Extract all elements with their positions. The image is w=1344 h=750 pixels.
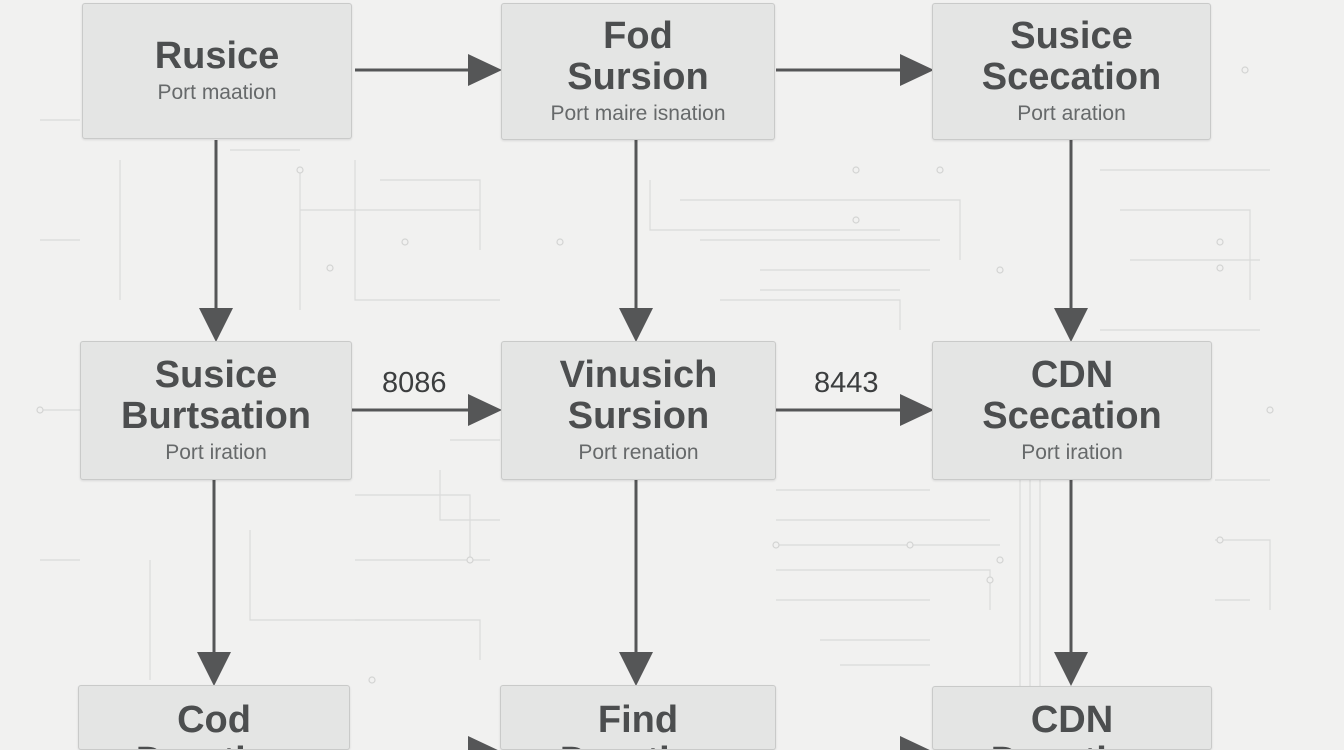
arrowhead-n1-n2 — [468, 54, 502, 86]
arrowhead-n8-n9 — [900, 736, 930, 750]
node-subtitle: Port renation — [578, 441, 699, 464]
arrowhead-n4-n5 — [468, 394, 502, 426]
node-find-doration[interactable]: FindDoration — [500, 685, 776, 750]
arrowhead-n1-n4 — [199, 308, 233, 342]
arrowhead-n3-n6 — [1054, 308, 1088, 342]
node-title: FindDoration — [560, 699, 716, 750]
node-title: Rusice — [154, 35, 280, 77]
arrowhead-n2-n3 — [900, 54, 934, 86]
node-title: CodDoration — [136, 699, 292, 750]
arrowhead-n7-n8 — [468, 736, 498, 750]
node-subtitle: Port iration — [165, 441, 267, 464]
node-rusice[interactable]: Rusice Port maation — [82, 3, 352, 139]
edge-label-port-8086: 8086 — [382, 367, 447, 399]
node-cdn-dosation[interactable]: CDNDosation — [932, 686, 1212, 750]
node-subtitle: Port maation — [157, 81, 277, 104]
arrowhead-n2-n5 — [619, 308, 653, 342]
arrowhead-n4-n7 — [197, 652, 231, 686]
arrowhead-n5-n6 — [900, 394, 934, 426]
node-subtitle: Port aration — [1017, 102, 1126, 125]
node-subtitle: Port iration — [1021, 441, 1123, 464]
arrowhead-n6-n9 — [1054, 652, 1088, 686]
node-title: CDNDosation — [991, 699, 1154, 750]
node-cod-doration[interactable]: CodDoration — [78, 685, 350, 750]
node-subtitle: Port maire isnation — [550, 102, 726, 125]
arrowhead-n5-n8 — [619, 652, 653, 686]
edge-label-port-8443: 8443 — [814, 367, 879, 399]
